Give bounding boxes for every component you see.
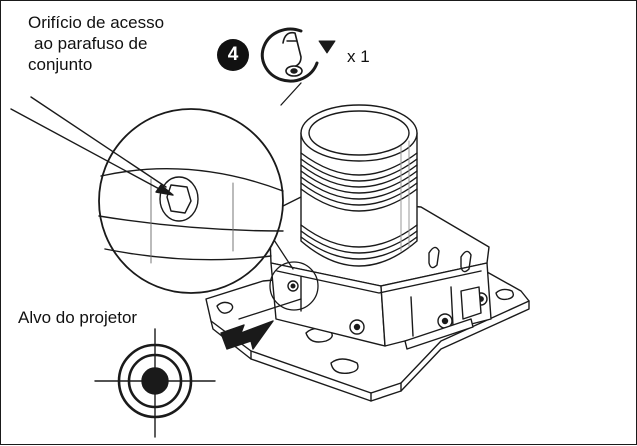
rotate-clockwise-icon bbox=[260, 27, 336, 106]
access-hole-label-line-2: ao parafuso de bbox=[34, 34, 148, 53]
arrow-left-icon bbox=[220, 320, 274, 350]
projector-target-label: Alvo do projetor bbox=[18, 308, 138, 327]
threaded-pipe bbox=[300, 104, 418, 267]
access-hole-label: Orifício de acesso ao parafuso de conjun… bbox=[28, 12, 164, 75]
access-hole-label-line-3: conjunto bbox=[28, 55, 93, 74]
step-number-badge: 4 bbox=[217, 39, 249, 71]
quantity-label: x 1 bbox=[347, 47, 370, 66]
access-hole-label-line-1: Orifício de acesso bbox=[28, 13, 165, 32]
hex-key-icon bbox=[282, 31, 303, 77]
crosshair-target-icon bbox=[94, 328, 216, 438]
leader-lines bbox=[10, 96, 174, 196]
magnified-detail bbox=[98, 108, 319, 320]
adapter-housing bbox=[268, 196, 492, 350]
